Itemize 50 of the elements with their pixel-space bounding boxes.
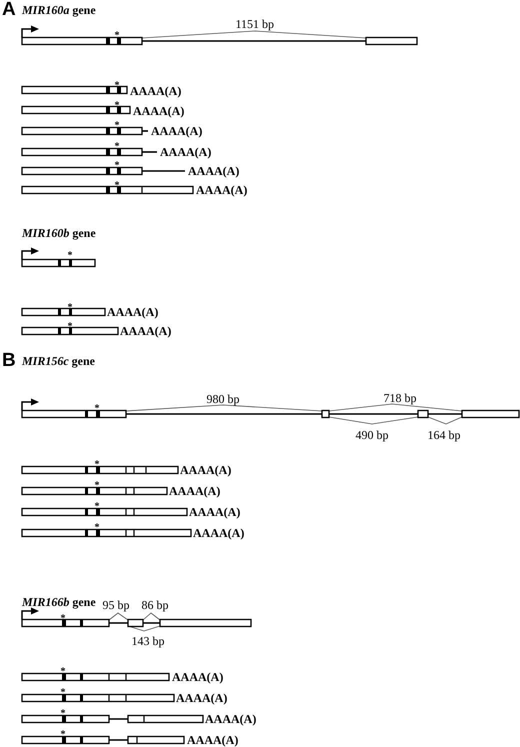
gene-name: MIR156c gene xyxy=(22,354,95,368)
intron-length-label: 980 bp xyxy=(206,392,240,406)
poly-a-tail-label: AAAA(A) xyxy=(188,164,240,178)
mirna-site-asterisk: * xyxy=(68,302,72,312)
intron-length-label: 86 bp xyxy=(142,598,168,612)
poly-a-tail-label: AAAA(A) xyxy=(120,324,172,338)
poly-a-tail-label: AAAA(A) xyxy=(151,124,202,138)
gene-name: MIR160a gene xyxy=(22,2,96,18)
mirna-site-asterisk: * xyxy=(68,320,72,332)
intron-length-label: 1151 bp xyxy=(236,16,274,32)
poly-a-tail-label: AAAA(A) xyxy=(205,712,256,726)
mirna-site-asterisk: * xyxy=(114,140,120,152)
panel-letter: A xyxy=(2,0,16,21)
mirna-site-asterisk: * xyxy=(60,666,66,676)
mirna-site-asterisk: * xyxy=(60,612,66,624)
poly-a-tail-label: AAAA(A) xyxy=(169,484,220,498)
mirna-site-asterisk: * xyxy=(60,708,66,718)
mirna-site-asterisk: * xyxy=(94,402,100,414)
intron-length-label: 718 bp xyxy=(384,390,416,406)
poly-a-tail-label: AAAA(A) xyxy=(133,104,184,118)
intron-length-label: 95 bp xyxy=(102,598,130,612)
mirna-site-asterisk: * xyxy=(94,522,100,532)
mirna-site-asterisk: * xyxy=(114,120,120,130)
mirna-site-asterisk: * xyxy=(60,686,66,698)
poly-a-tail-label: AAAA(A) xyxy=(130,84,182,98)
mirna-site-asterisk: * xyxy=(60,728,66,740)
poly-a-tail-label: AAAA(A) xyxy=(107,304,158,320)
poly-a-tail-label: AAAA(A) xyxy=(187,732,238,747)
mirna-site-asterisk: * xyxy=(114,160,120,170)
poly-a-tail-label: AAAA(A) xyxy=(180,462,232,478)
gene-name: MIR160b gene xyxy=(22,226,96,240)
gene-name: MIR166b gene xyxy=(22,594,96,610)
poly-a-tail-label: AAAA(A) xyxy=(172,670,224,684)
mirna-site-asterisk: * xyxy=(114,30,120,40)
mirna-site-asterisk: * xyxy=(94,500,100,512)
poly-a-tail-label: AAAA(A) xyxy=(193,526,244,540)
poly-a-tail-label: AAAA(A) xyxy=(189,504,240,520)
mirna-site-asterisk: * xyxy=(114,80,120,90)
mirna-site-asterisk: * xyxy=(94,480,100,490)
poly-a-tail-label: AAAA(A) xyxy=(196,182,248,198)
intron-length-label: 490 bp xyxy=(356,428,388,442)
mirna-site-asterisk: * xyxy=(94,458,100,470)
poly-a-tail-label: AAAA(A) xyxy=(176,690,228,706)
mirna-site-asterisk: * xyxy=(114,180,120,190)
poly-a-tail-label: AAAA(A) xyxy=(160,144,212,160)
intron-length-label: 143 bp xyxy=(132,634,164,648)
mirna-site-asterisk: * xyxy=(68,250,72,260)
panel-letter: B xyxy=(2,350,16,372)
mirna-site-asterisk: * xyxy=(114,100,120,110)
intron-length-label: 164 bp xyxy=(428,428,460,442)
